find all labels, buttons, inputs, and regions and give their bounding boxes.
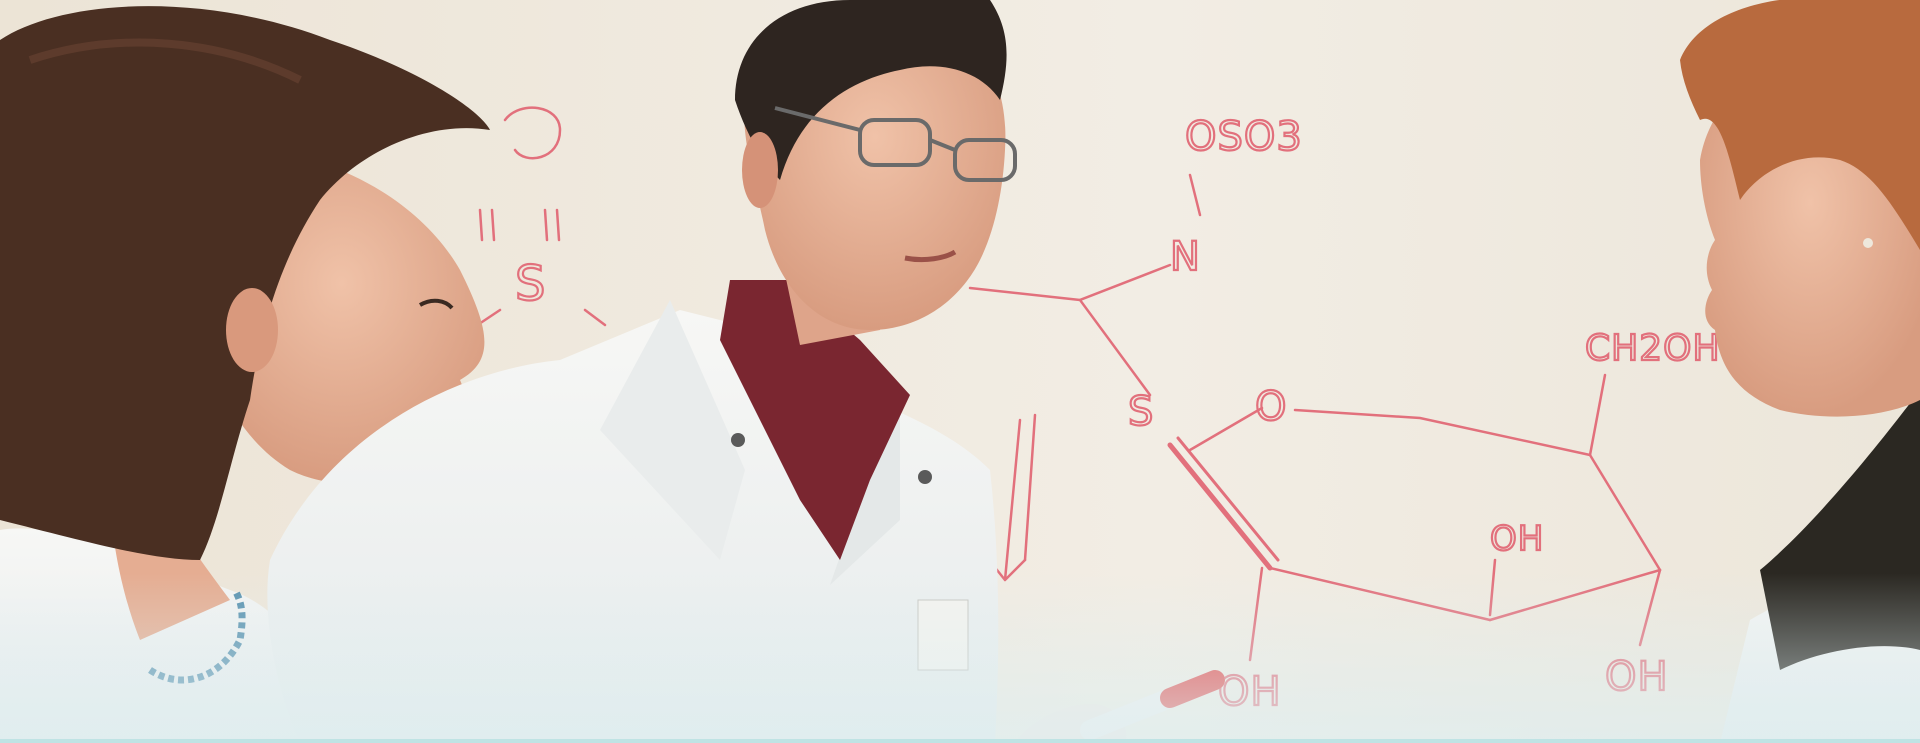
label-n: N bbox=[1170, 234, 1201, 280]
label-s: S bbox=[1128, 389, 1154, 435]
bond-s-o bbox=[1188, 406, 1264, 452]
bond-c2-c1-hatch bbox=[1176, 436, 1280, 562]
woman-left-hair-highlight bbox=[28, 38, 302, 84]
bond-n-oso3 bbox=[1188, 173, 1202, 217]
man-hair bbox=[735, 0, 1007, 180]
man-ear bbox=[742, 132, 778, 208]
bottom-accent-edge bbox=[0, 739, 1920, 743]
label-oso3: OSO3 bbox=[1185, 114, 1303, 160]
label-ch2oh: CH2OH bbox=[1585, 328, 1721, 369]
bond-c5-c4 bbox=[1588, 453, 1662, 572]
label-s-left: S bbox=[515, 256, 546, 312]
man-name-badge bbox=[917, 599, 969, 671]
label-oh-bottom-right: OH bbox=[1605, 654, 1669, 700]
bond-c2-c1-bold bbox=[1167, 442, 1273, 571]
bond-c5-ch2oh bbox=[1588, 373, 1607, 457]
man-coat-button-2 bbox=[918, 470, 932, 484]
left-double-bond-b bbox=[543, 208, 561, 242]
man-glasses bbox=[774, 106, 1017, 182]
left-ring-partial bbox=[503, 106, 562, 160]
left-double-bond-a bbox=[478, 208, 496, 242]
woman-left-ear bbox=[226, 288, 278, 372]
bond-o-c5 bbox=[1293, 408, 1592, 457]
bond-c-left bbox=[968, 286, 1082, 302]
man-shirt bbox=[720, 280, 910, 560]
woman-left-hair bbox=[0, 6, 490, 560]
man-mouth bbox=[904, 249, 957, 263]
woman-left-eye bbox=[418, 298, 454, 310]
man-coat-lapel-left bbox=[600, 300, 745, 560]
label-oh-mid: OH bbox=[1490, 519, 1544, 559]
label-o: O bbox=[1255, 384, 1287, 430]
woman-right-earring bbox=[1863, 238, 1873, 248]
woman-right-hair bbox=[1680, 0, 1920, 250]
label-oh-bottom-left: OH bbox=[1218, 669, 1282, 715]
arrow-second-line bbox=[1023, 413, 1037, 562]
man-coat-button bbox=[731, 433, 745, 447]
